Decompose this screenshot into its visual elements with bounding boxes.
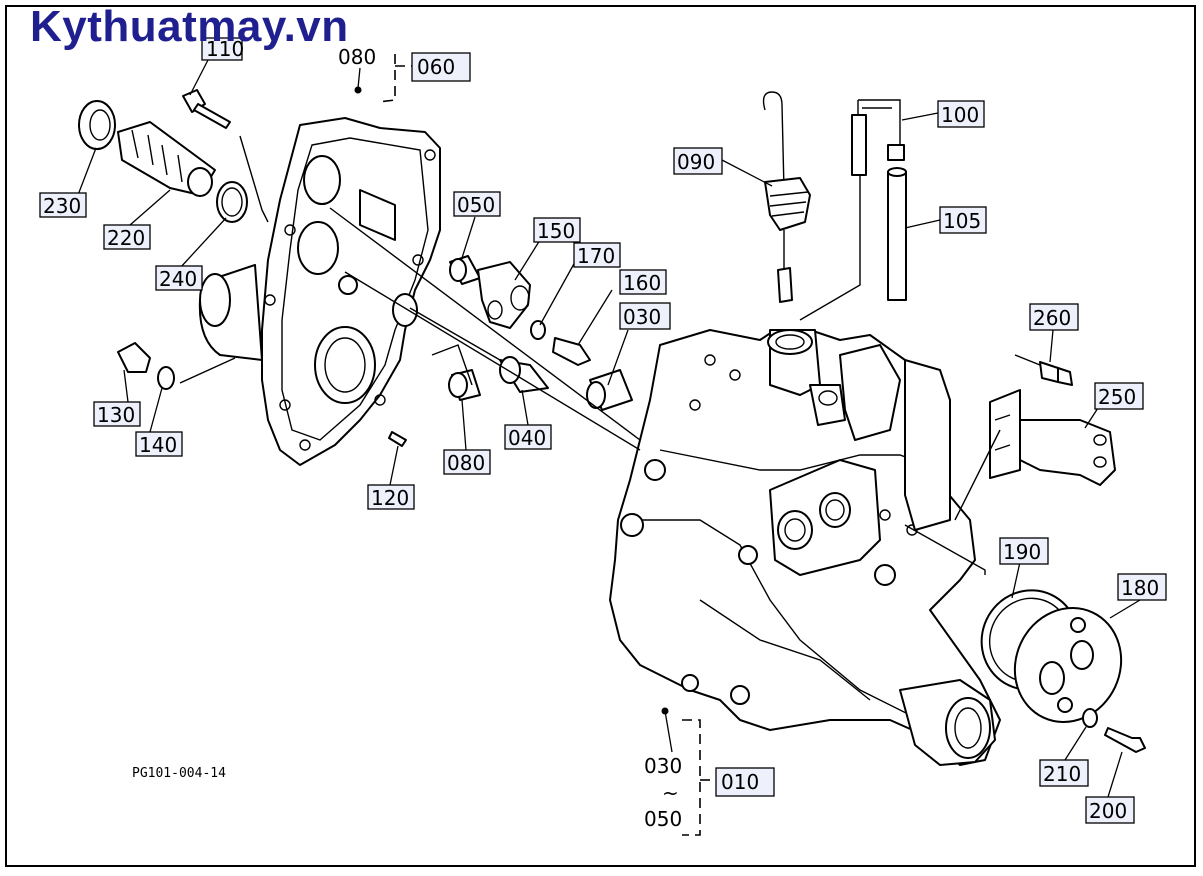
diagram-border [5,5,1196,867]
label-box-010 [715,767,775,797]
label-box-240 [155,265,203,291]
rod-105 [887,167,907,301]
label-030: 030 [623,305,661,329]
label-box-105 [939,206,987,234]
label-box-120 [367,484,415,510]
label-box-160 [619,269,667,295]
bracket-250 [989,389,1116,486]
label-box-150 [533,217,581,243]
label-box-230 [39,192,87,218]
label-090: 090 [677,150,715,174]
label-130: 130 [97,403,135,427]
bolt-200 [1104,727,1146,753]
label-box-170 [573,242,621,268]
label-box-140 [135,431,183,457]
label-box-030 [619,302,671,330]
label-105: 105 [943,209,981,233]
label-box-060 [411,52,471,82]
bushing-050 [449,255,481,285]
cover-180 [1013,607,1123,723]
bushing-030 [586,369,633,411]
leader-lines [77,59,1141,798]
o-ring-240 [216,181,248,223]
label-250: 250 [1098,385,1136,409]
label-range-tilde: ~ [662,781,679,805]
filler-tube-100 [851,99,905,176]
label-010: 010 [721,770,759,794]
label-box-050 [453,191,501,217]
label-030-range-start: 030 [644,754,682,778]
shift-arm-150 [477,261,531,329]
label-box-200 [1085,796,1135,824]
figure-code: PG101-004-14 [132,766,226,781]
washer-210 [1082,708,1098,728]
label-box-260 [1029,303,1079,331]
label-box-190 [999,537,1049,565]
label-box-040 [504,424,552,450]
bolt-110 [182,89,231,129]
label-080: 080 [447,451,485,475]
bolt-260 [1039,361,1073,386]
label-080-top: 080 [338,45,376,69]
group-bracket-010 [682,719,701,836]
label-box-090 [673,147,723,175]
label-150: 150 [537,219,575,243]
label-160: 160 [623,271,661,295]
label-170: 170 [577,244,615,268]
drain-plug-130 [117,342,151,373]
label-100: 100 [941,103,979,127]
label-box-180 [1117,573,1167,601]
label-box-220 [103,224,151,250]
label-110: 110 [206,37,244,61]
label-box-100 [937,100,985,128]
bushing-080 [448,369,481,401]
part-labels: 110 080 060 230 220 240 130 140 120 050 … [39,37,1167,831]
label-box-110 [201,37,243,61]
valve-spool-220 [117,121,216,197]
bolt-160 [552,337,591,366]
label-240: 240 [159,267,197,291]
label-040: 040 [508,426,546,450]
label-120: 120 [371,486,409,510]
watermark-text: Kythuatmay.vn [30,2,349,51]
label-260: 260 [1033,306,1071,330]
label-box-130 [93,401,141,427]
label-190: 190 [1003,540,1041,564]
label-050: 050 [457,193,495,217]
pin-120 [388,431,407,447]
label-050-range-end: 050 [644,807,682,831]
oil-seal-230 [78,100,116,150]
label-140: 140 [139,433,177,457]
label-box-080 [443,449,491,475]
gearcase-cover [198,117,441,466]
label-180: 180 [1121,576,1159,600]
label-060: 060 [417,55,455,79]
bushing-040 [499,356,549,393]
ref-dot-080 [354,86,362,94]
washer-170 [530,320,546,340]
label-box-250 [1094,382,1144,410]
label-200: 200 [1089,799,1127,823]
label-210: 210 [1043,762,1081,786]
label-220: 220 [107,226,145,250]
dipstick-090 [762,91,811,303]
label-230: 230 [43,194,81,218]
label-box-210 [1039,759,1089,787]
group-bracket-060 [377,54,396,103]
washer-140 [157,366,175,390]
transmission-case [609,329,1001,766]
